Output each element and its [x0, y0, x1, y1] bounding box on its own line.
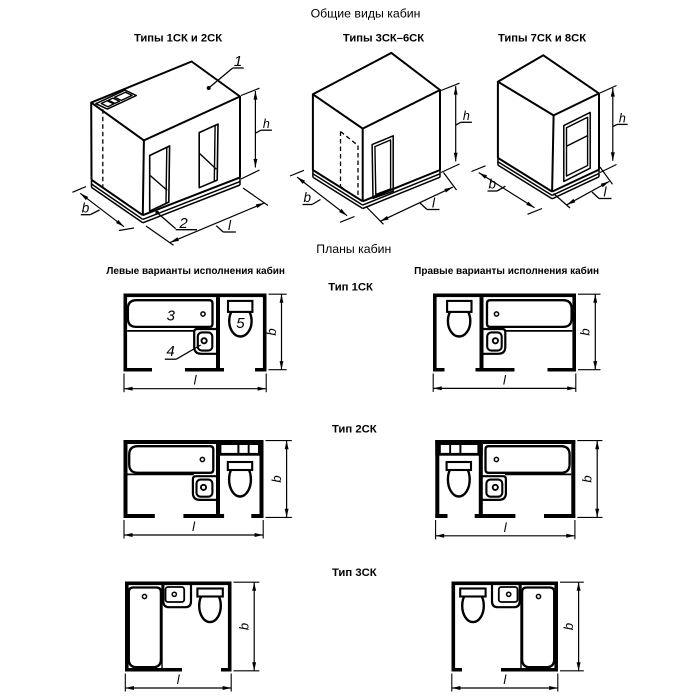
svg-text:l: l — [504, 520, 508, 535]
svg-text:Общие виды кабин: Общие виды кабин — [311, 6, 421, 20]
svg-text:b: b — [580, 475, 595, 482]
svg-text:b: b — [269, 475, 284, 482]
svg-text:1: 1 — [234, 53, 242, 70]
svg-text:b: b — [578, 328, 593, 335]
svg-text:b: b — [82, 200, 90, 215]
svg-text:l: l — [192, 519, 196, 534]
svg-text:l: l — [194, 373, 198, 388]
svg-text:h: h — [619, 111, 626, 125]
svg-text:l: l — [503, 672, 507, 687]
svg-text:Тип 2СК: Тип 2СК — [332, 424, 377, 436]
svg-text:Тип 3СК: Тип 3СК — [332, 567, 377, 579]
svg-text:l: l — [177, 672, 181, 687]
svg-text:b: b — [489, 177, 497, 192]
svg-text:Типы 1СК и 2СК: Типы 1СК и 2СК — [134, 33, 222, 45]
svg-text:3: 3 — [167, 307, 176, 324]
svg-text:b: b — [237, 623, 252, 630]
svg-text:b: b — [561, 623, 576, 630]
svg-text:l: l — [228, 218, 232, 233]
svg-text:Правые варианты исполнения каб: Правые варианты исполнения кабин — [414, 265, 599, 277]
svg-text:h: h — [463, 109, 470, 123]
svg-text:l: l — [604, 185, 608, 200]
svg-text:Левые варианты исполнения каби: Левые варианты исполнения кабин — [106, 265, 285, 277]
svg-text:Типы 3СК–6СК: Типы 3СК–6СК — [343, 33, 424, 45]
svg-text:5: 5 — [236, 315, 245, 332]
svg-text:2: 2 — [178, 215, 188, 232]
svg-text:l: l — [432, 196, 436, 211]
svg-text:Типы 7СК и 8СК: Типы 7СК и 8СК — [498, 33, 586, 45]
svg-text:4: 4 — [166, 343, 174, 360]
svg-text:b: b — [304, 190, 312, 205]
svg-text:l: l — [503, 372, 507, 387]
svg-text:Тип 1СК: Тип 1СК — [328, 282, 373, 294]
svg-text:b: b — [264, 328, 279, 335]
svg-text:h: h — [263, 117, 270, 131]
svg-text:Планы кабин: Планы кабин — [316, 242, 391, 256]
